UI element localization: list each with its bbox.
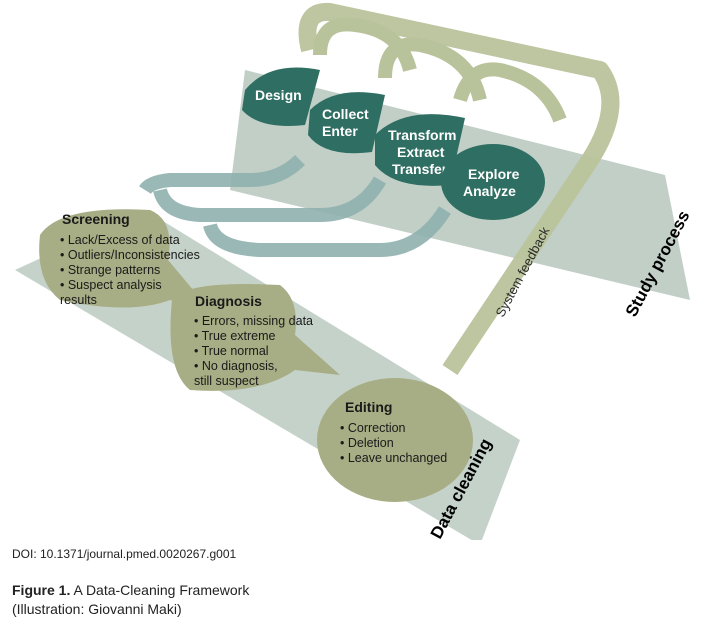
return-arrow-3 <box>139 154 305 195</box>
feedback-arrow-2 <box>378 37 487 102</box>
diagnosis-node <box>170 284 340 391</box>
editing-items: • Correction • Deletion • Leave unchange… <box>340 421 447 465</box>
explore-node <box>441 144 545 220</box>
editing-title: Editing <box>345 399 392 415</box>
transform-node <box>375 114 465 186</box>
collect-node <box>308 92 385 154</box>
screening-items: • Lack/Excess of data • Outliers/Inconsi… <box>60 233 203 307</box>
diagnosis-items: • Errors, missing data • True extreme • … <box>194 314 316 388</box>
return-arrow-1 <box>203 206 451 257</box>
figure-caption: Figure 1. A Data-Cleaning Framework (Ill… <box>12 581 249 619</box>
doi-text: DOI: 10.1371/journal.pmed.0020267.g001 <box>12 547 237 561</box>
screening-node <box>39 209 210 310</box>
system-feedback-arrow <box>298 2 620 375</box>
figure-label: Figure 1. <box>12 582 71 598</box>
feedback-arrow-3 <box>313 17 417 72</box>
figure-credit: (Illustration: Giovanni Maki) <box>12 601 182 617</box>
diagnosis-title: Diagnosis <box>195 293 262 309</box>
screening-title: Screening <box>62 211 130 227</box>
design-node <box>242 67 320 126</box>
design-label: Design <box>255 87 302 103</box>
editing-node <box>317 378 473 502</box>
figure-title: A Data-Cleaning Framework <box>73 582 250 598</box>
return-arrow-2 <box>153 176 387 222</box>
